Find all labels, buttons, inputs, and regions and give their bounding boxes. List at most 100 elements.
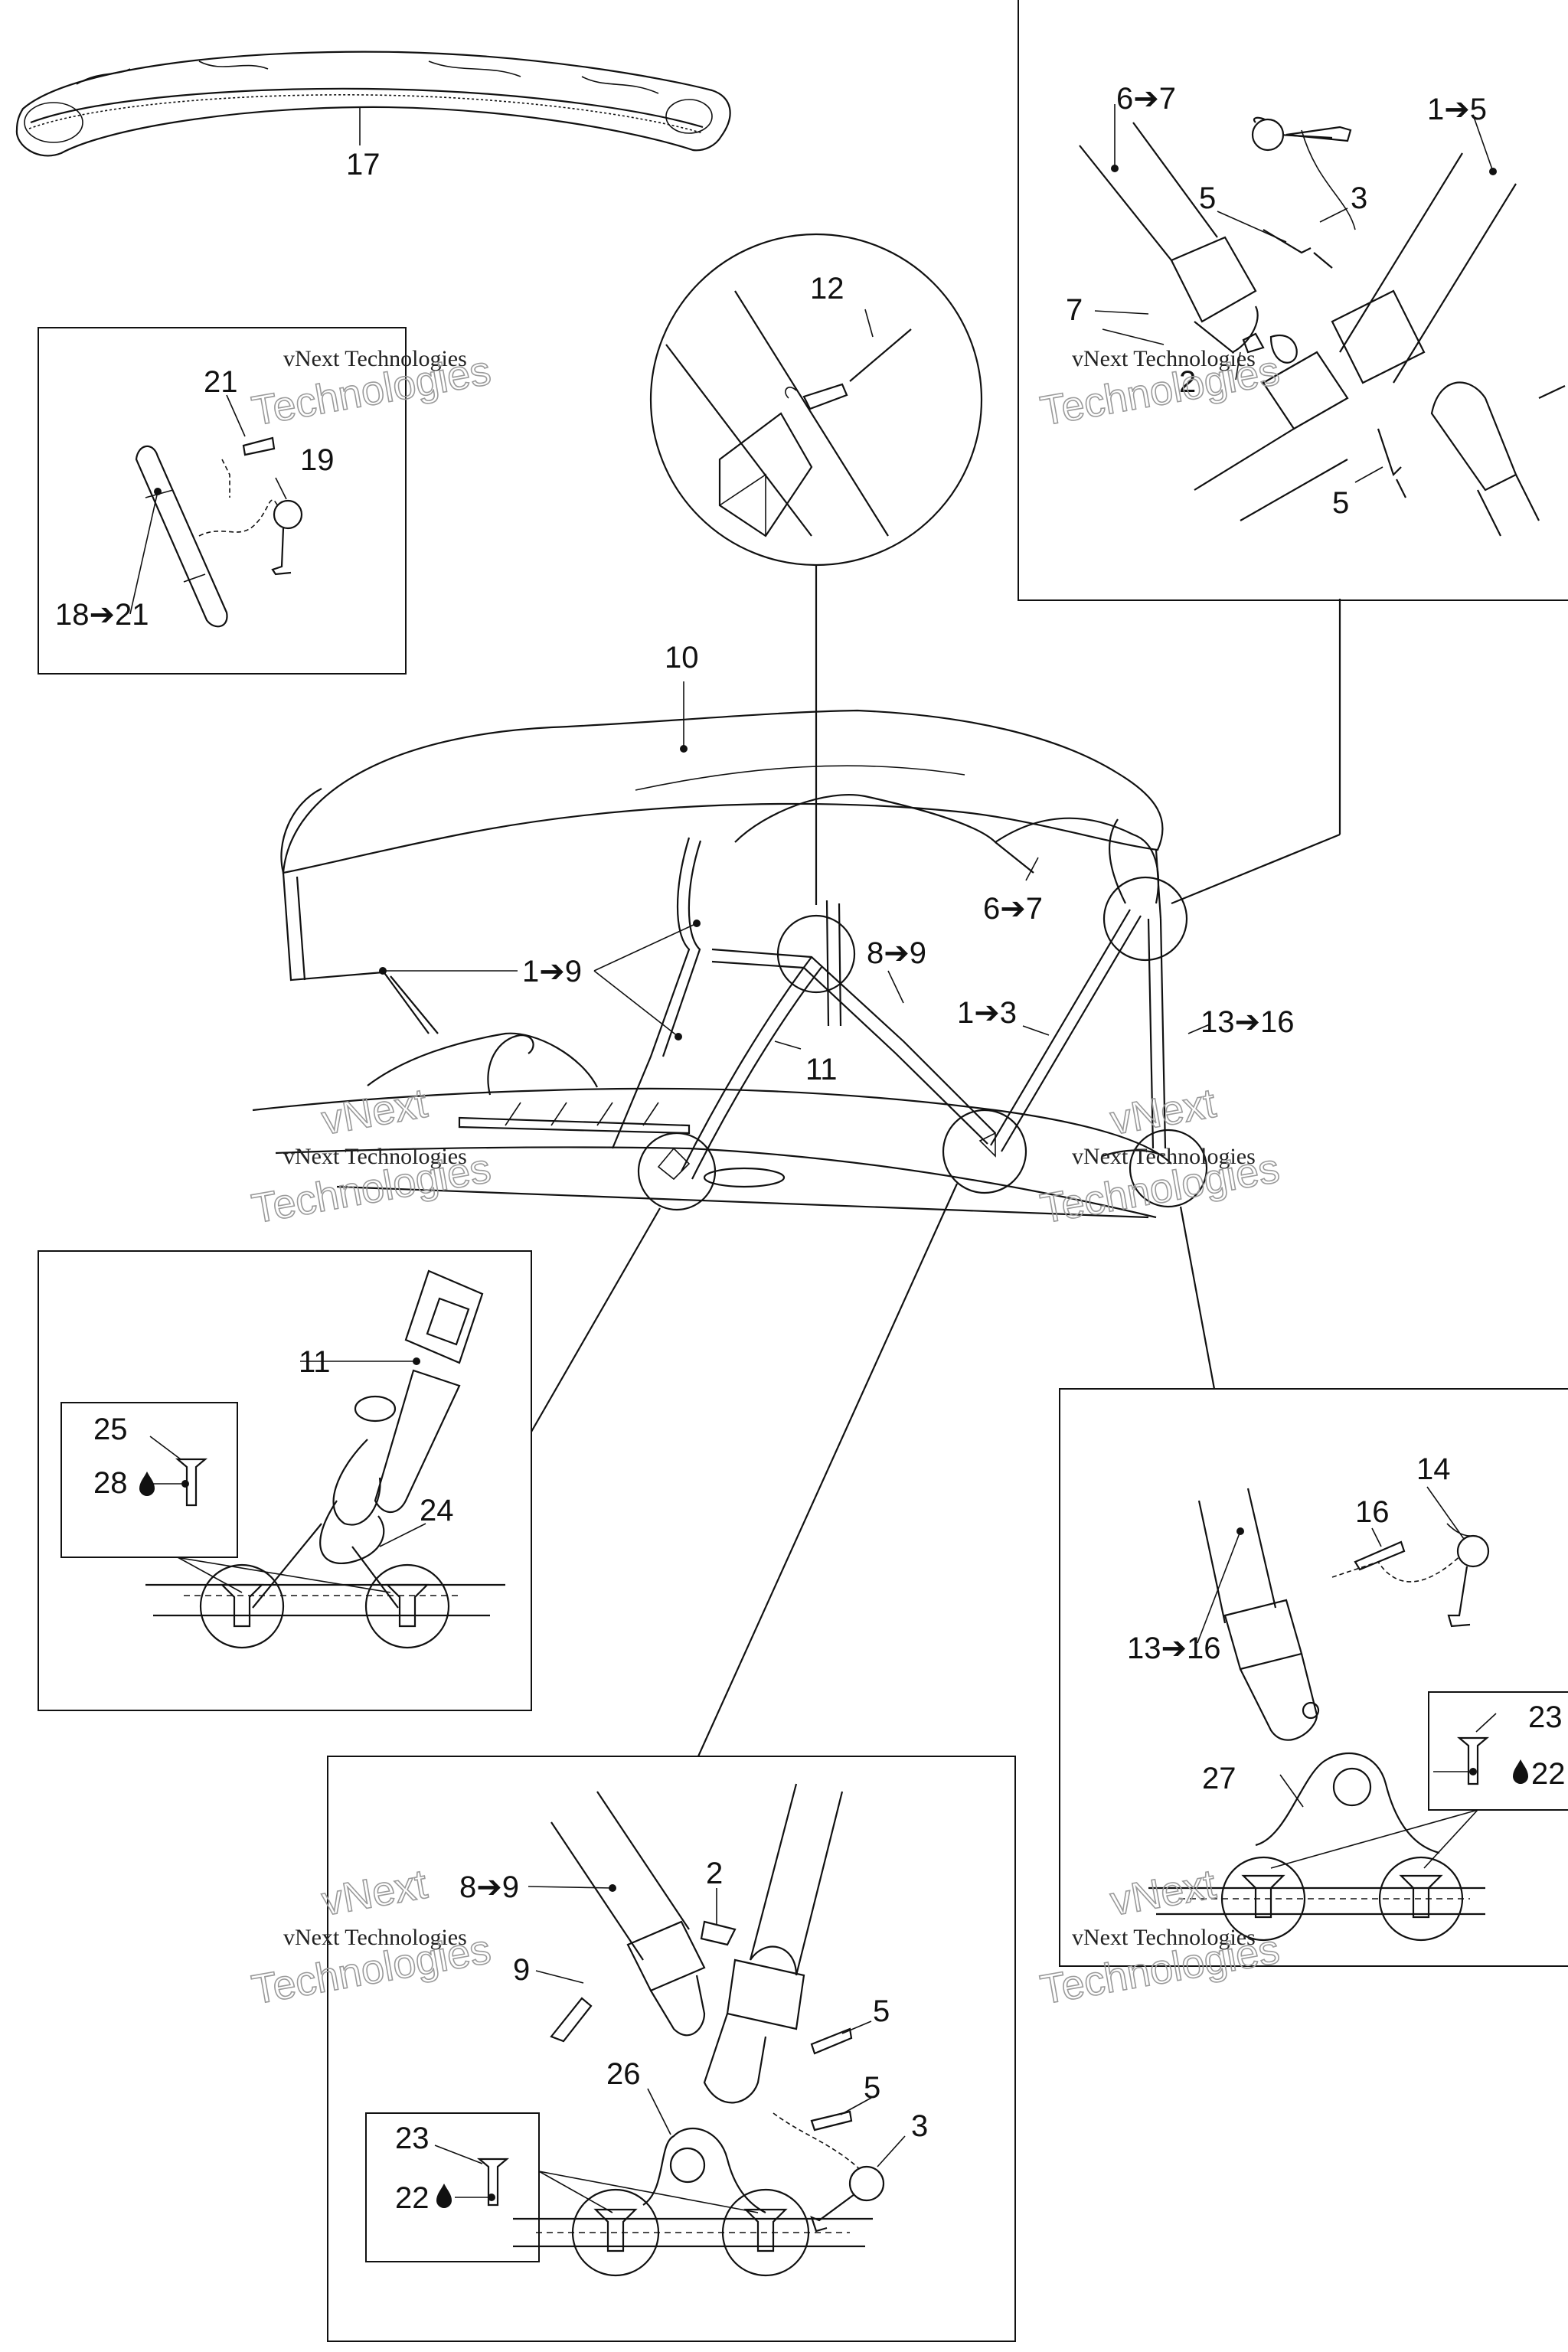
callout-5-a: 5 [1199,181,1216,215]
detail-circle-8-9-base [942,1109,1027,1194]
bracket-27 [1255,1752,1440,1854]
watermark-group: vNext Technologies Technologies vNext Te… [248,346,1283,2014]
inset-frame-bottom-center [327,1756,1016,2342]
watermark-6: vNext Technologies vNext Technologies [1037,1860,1283,2014]
detail-mount-11 [145,1269,505,1649]
inset-frame-left-upper [38,327,407,675]
liquid-drop-icon [139,1472,155,1496]
detail-mount-13-16 [1148,1486,1497,1942]
boat-seat [367,1032,598,1088]
bolt-2-b [700,1920,737,1946]
hardware-box-left [60,1402,238,1558]
svg-text:vNext: vNext [1107,1080,1219,1144]
watermark-3: vNext Technologies vNext Technologies [248,1080,495,1233]
callout-21: 21 [204,365,238,399]
strap-24 [319,1500,385,1564]
leader-bottom-center [697,1183,959,1757]
detail-top-right-joint [1079,104,1566,537]
callout-23-right: 23 [1528,1700,1563,1734]
callout-1-9: 1➔9 [522,955,582,988]
screw-circle-c [1220,1856,1306,1942]
strut-tube-11 [374,1369,461,1513]
callout-16: 16 [1355,1495,1390,1529]
pin-5-a [1263,229,1333,269]
detail-circle-8-9 [776,914,856,994]
callout-23-bottom: 23 [395,2122,430,2155]
screw-circle-d [1378,1856,1464,1942]
pin-5-c [810,2027,853,2055]
callout-19: 19 [300,443,335,477]
screw-circle-f [721,2188,810,2277]
hardware-box-bottom [365,2112,540,2262]
watermark-1: vNext Technologies Technologies [248,346,495,435]
callout-3-b: 3 [911,2109,928,2143]
callout-22-right: 22 [1531,1757,1566,1791]
callout-17: 17 [346,148,381,181]
callout-22-bottom: 22 [395,2181,430,2215]
callout-5-b: 5 [1332,486,1349,520]
svg-text:vNext Technologies: vNext Technologies [1072,1144,1256,1169]
boat-ladder [487,1034,534,1096]
pin-9 [550,1997,593,2043]
callout-26: 26 [606,2057,641,2091]
pin-21 [242,436,276,456]
leader-right-lower [1179,1206,1216,1390]
inset-frame-top-right [1018,0,1568,601]
pin-16 [1354,1540,1406,1571]
bolt-2-a [1242,332,1265,354]
callout-1-5: 1➔5 [1427,93,1487,126]
ring-pin-3-b [848,2165,885,2202]
detail-circle-top-right [1102,876,1188,962]
boot-cover-part [15,51,731,157]
callout-5-c: 5 [873,1994,890,2028]
screw-circle-b [364,1563,450,1649]
screw-circle-e [571,2188,660,2277]
svg-text:vNext Technologies: vNext Technologies [283,1925,467,1950]
bracket-26 [642,2127,766,2213]
bow-rear [282,872,384,982]
detail-circle-13-16 [1129,1129,1208,1208]
canvas-top [282,709,1164,874]
detail-fitting-18-21 [129,394,303,628]
watermark-2: vNext Technologies Technologies [1037,346,1283,435]
screw-23 [1456,1736,1490,1785]
callout-28: 28 [93,1466,128,1500]
callout-27: 27 [1202,1762,1236,1795]
callout-9: 9 [513,1953,530,1987]
bimini-top-assembly [252,681,1210,1219]
svg-text:vNext: vNext [318,1080,430,1144]
svg-text:vNext Technologies: vNext Technologies [1072,1925,1256,1950]
leader-left-lower [531,1207,661,1432]
watermark-5: vNext Technologies vNext Technologies [248,1860,495,2014]
callout-5-d: 5 [864,2071,880,2105]
liquid-drop-icon [436,2184,452,2208]
bow-middle [611,837,691,1149]
strut-11 [681,956,812,1172]
strut-1-3 [990,909,1142,1152]
pin-12 [802,383,848,410]
callout-6-7-main: 6➔7 [983,892,1043,926]
inset-frame-left-lower [38,1250,532,1711]
svg-text:vNext Technologies: vNext Technologies [1072,346,1256,371]
detail-circle-11 [637,1132,717,1211]
inset-frame-right-lower [1059,1388,1568,1967]
callout-14: 14 [1416,1452,1451,1486]
watermark-4: vNext Technologies vNext Technologies [1037,1080,1283,1233]
ring-pin-3 [1251,118,1285,152]
svg-text:vNext Technologies: vNext Technologies [283,346,467,371]
callout-25: 25 [93,1413,128,1446]
callout-18-21: 18➔21 [55,598,149,632]
ring-pin-19 [273,499,303,530]
callout-13-16-inset: 13➔16 [1127,1632,1221,1665]
callout-2-b: 2 [706,1857,723,1890]
leader-top-right [1171,833,1341,905]
callout-6-7-top: 6➔7 [1116,82,1176,116]
svg-text:vNext Technologies: vNext Technologies [283,1144,467,1169]
svg-text:vNext: vNext [1107,1861,1219,1925]
detail-mount-8-9 [434,1783,906,2277]
callout-11-main: 11 [805,1053,838,1086]
callout-2-a: 2 [1179,365,1196,399]
detail-part-12 [665,290,912,537]
